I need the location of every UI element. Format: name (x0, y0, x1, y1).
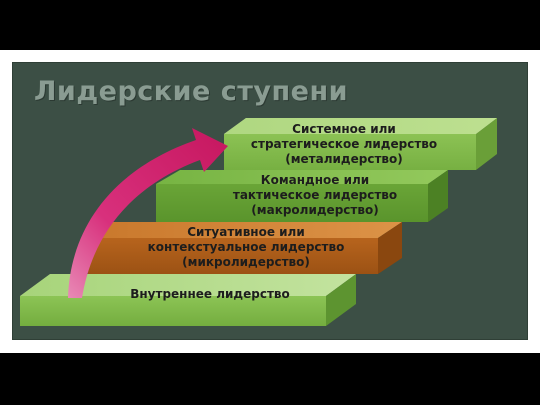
step-4-line-1: Системное или (292, 122, 396, 136)
step-1-line-1: Внутреннее лидерство (130, 287, 290, 301)
step-2-line-2: контекстуальное лидерство (147, 240, 345, 254)
step-2-line-1: Ситуативное или (187, 225, 305, 239)
step-1-internal (20, 274, 356, 326)
step-2-situational (88, 222, 402, 274)
step-3-line-3: (макролидерство) (251, 203, 379, 217)
step-4-label: Системное или стратегическое лидерство (… (208, 122, 480, 167)
step-4-line-2: стратегическое лидерство (250, 137, 438, 151)
step-4-line-3: (металидерство) (285, 152, 403, 166)
step-1-label: Внутреннее лидерство (20, 287, 400, 302)
step-2-label: Ситуативное или контекстуальное лидерств… (110, 225, 382, 270)
step-3-line-1: Командное или (260, 173, 370, 187)
step-2-line-3: (микролидерство) (182, 255, 310, 269)
step-3-team (156, 170, 448, 222)
curved-arrow-icon (68, 128, 228, 298)
step-3-label: Командное или тактическое лидерство (мак… (180, 173, 450, 218)
step-3-line-2: тактическое лидерство (232, 188, 398, 202)
slide-title: Лидерские ступени (34, 76, 349, 107)
step-4-system (224, 118, 497, 170)
